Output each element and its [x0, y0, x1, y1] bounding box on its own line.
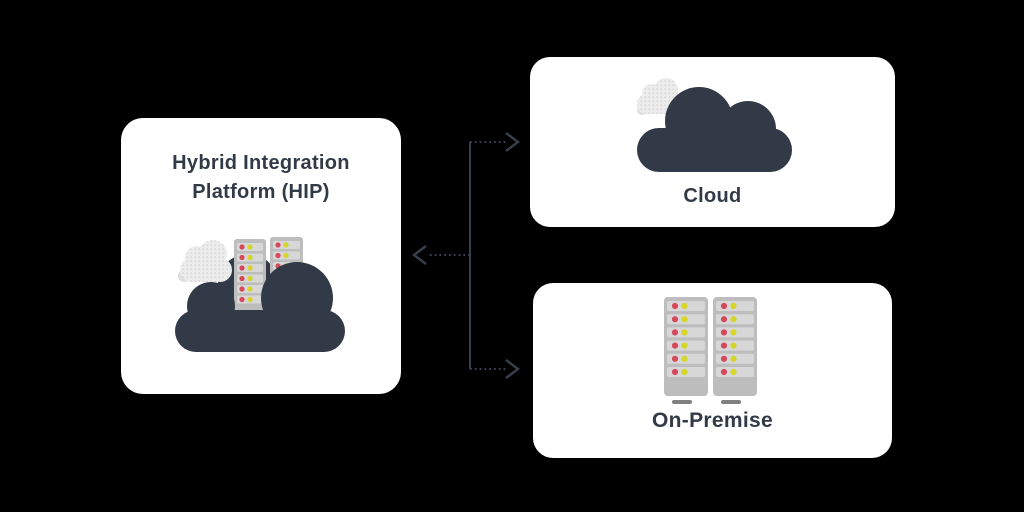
- status-dots: [671, 302, 688, 376]
- small-dotted-cloud-icon: [178, 240, 232, 282]
- arrow-to-cloud: [470, 132, 520, 152]
- cloud-with-servers-icon: [175, 237, 345, 352]
- hip-title-line2: Platform (HIP): [192, 181, 330, 203]
- server-racks-icon: [664, 297, 757, 404]
- onprem-node-label: On-Premise: [652, 409, 773, 432]
- cloud-icon: [637, 78, 792, 172]
- server-rack: [664, 297, 708, 404]
- server-rack: [713, 297, 757, 404]
- dark-cloud-front: [175, 262, 345, 352]
- arrow-to-hip: [412, 245, 470, 265]
- arrow-to-on-premise: [470, 359, 520, 379]
- cloud-node-label: Cloud: [683, 185, 742, 207]
- connector-arrows: [412, 132, 520, 379]
- rack-foot: [721, 400, 741, 404]
- server-rack: [234, 239, 266, 327]
- dark-cloud: [637, 87, 792, 172]
- status-dots: [720, 302, 737, 376]
- cloud-node-card: Cloud: [530, 57, 895, 227]
- hip-title-line1: Hybrid Integration: [172, 152, 350, 174]
- onprem-node-card: On-Premise: [533, 283, 892, 458]
- rack-foot: [672, 400, 692, 404]
- hip-node-title: Hybrid Integration Platform (HIP): [121, 118, 401, 207]
- status-dots: [239, 244, 253, 303]
- hip-node-card: Hybrid Integration Platform (HIP): [121, 118, 401, 394]
